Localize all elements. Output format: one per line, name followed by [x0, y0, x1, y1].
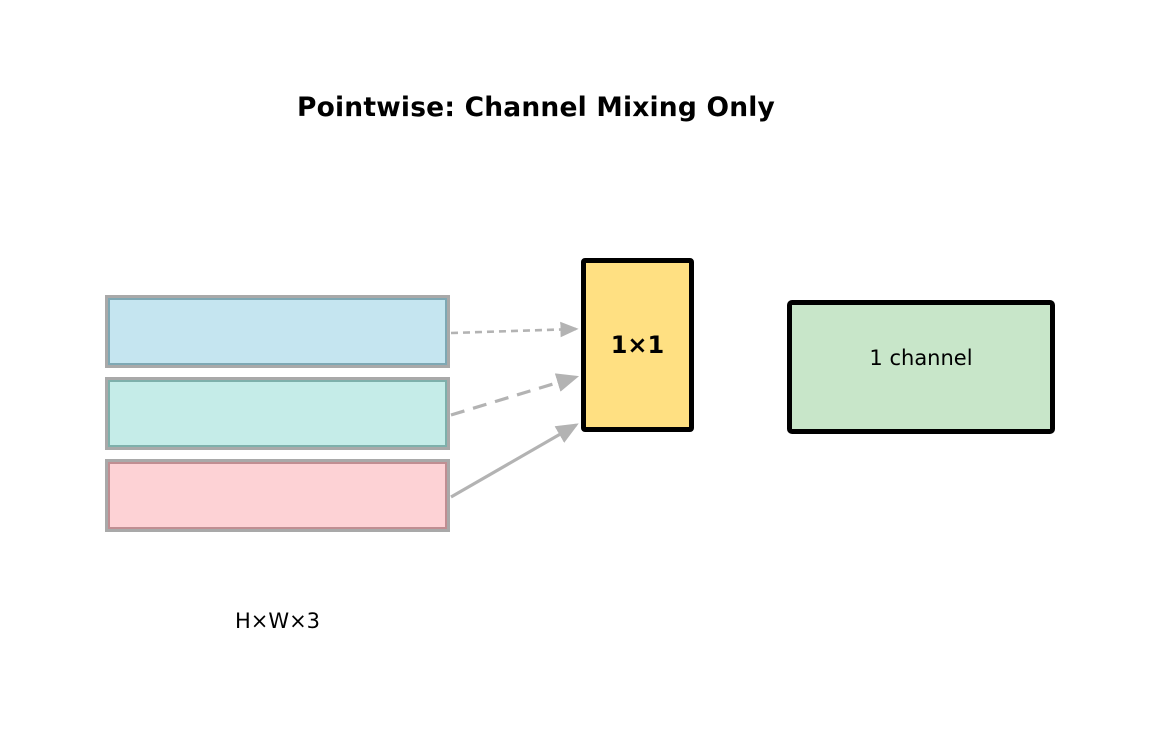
output-label: 1 channel — [869, 346, 973, 370]
input-channel-2-inner — [108, 462, 447, 529]
arrow-channel-1-to-kernel — [450, 373, 580, 417]
pointwise-kernel-box: 1×1 — [581, 258, 694, 432]
input-channel-0 — [105, 295, 450, 368]
page-title: Pointwise: Channel Mixing Only — [296, 92, 776, 123]
input-channel-1-inner — [108, 380, 447, 447]
output-feature-map-box — [787, 300, 1055, 434]
input-channel-2 — [105, 459, 450, 532]
input-channel-1 — [105, 377, 450, 450]
arrow-channel-2-to-kernel — [450, 423, 579, 499]
arrow-channel-0-to-kernel — [450, 321, 579, 338]
input-shape-label: H×W×3 — [234, 609, 321, 633]
kernel-label: 1×1 — [610, 331, 665, 359]
input-channel-0-inner — [108, 298, 447, 365]
